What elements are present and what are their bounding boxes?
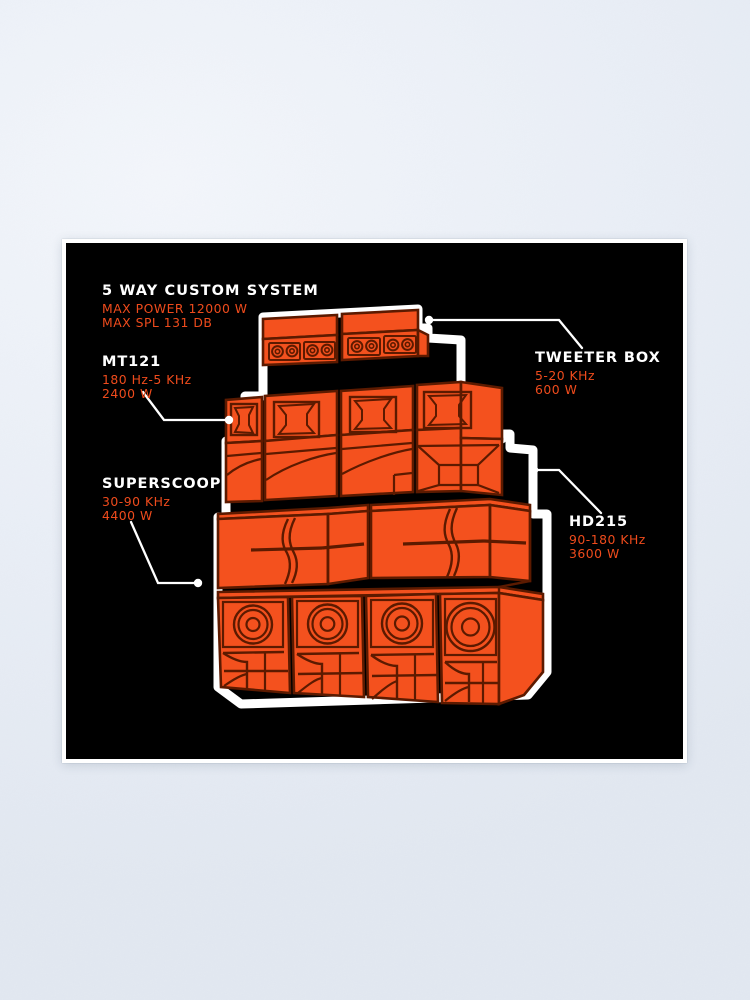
callout-mt121-power: 2400 W [102,386,153,402]
superscoop-bin-3 [364,592,440,704]
poster-artwork: 5 WAY CUSTOM SYSTEM MAX POWER 12000 W MA… [66,243,683,759]
system-spec-block: 5 WAY CUSTOM SYSTEM MAX POWER 12000 W MA… [102,284,319,330]
mt121-cabinet-4 [415,380,504,497]
callout-mt121-frequency: 180 Hz-5 KHz [102,371,192,387]
callout-superscoop: SUPERSCOOP 30-90 KHz 4400 W [102,477,221,523]
hd215-cabinet-left [216,503,370,590]
sound-system-illustration [129,304,603,709]
callout-hd215-power: 3600 W [569,546,620,562]
hd215-side-edge [497,511,532,593]
poster: 5 WAY CUSTOM SYSTEM MAX POWER 12000 W MA… [62,239,687,763]
callout-leader-lines [129,318,603,585]
callout-hd215-frequency: 90-180 KHz [569,531,646,547]
hd215-cabinet-right [369,497,532,583]
callout-mt121: MT121 180 Hz-5 KHz 2400 W [102,355,192,401]
superscoop-bin-2 [290,594,366,699]
callout-mt121-name: MT121 [102,354,162,370]
mt121-cabinet-3 [339,384,415,498]
mt121-cabinet-1 [224,395,264,504]
callout-superscoop-frequency: 30-90 KHz [102,493,171,509]
callout-leader-dots [193,315,539,588]
callout-hd215-name: HD215 [569,514,628,530]
callout-superscoop-power: 4400 W [102,508,153,524]
system-max-power: MAX POWER 12000 W [102,300,248,316]
callout-tweeter-box-power: 600 W [535,382,578,398]
callout-tweeter-box-name: TWEETER BOX [535,350,661,366]
superscoop-side-panel [497,591,545,706]
system-max-spl: MAX SPL 131 DB [102,315,213,331]
callout-tweeter-box: TWEETER BOX 5-20 KHz 600 W [535,351,661,397]
superscoop-bin-4 [438,591,501,706]
system-title: 5 WAY CUSTOM SYSTEM [102,283,319,299]
callout-hd215: HD215 90-180 KHz 3600 W [569,515,646,561]
callout-tweeter-box-frequency: 5-20 KHz [535,367,596,383]
callout-superscoop-name: SUPERSCOOP [102,476,222,492]
tweeter-box-left [261,313,339,367]
mt121-cabinet-2 [263,389,339,502]
tweeter-box-right [340,308,430,362]
superscoop-bin-1 [216,595,292,695]
